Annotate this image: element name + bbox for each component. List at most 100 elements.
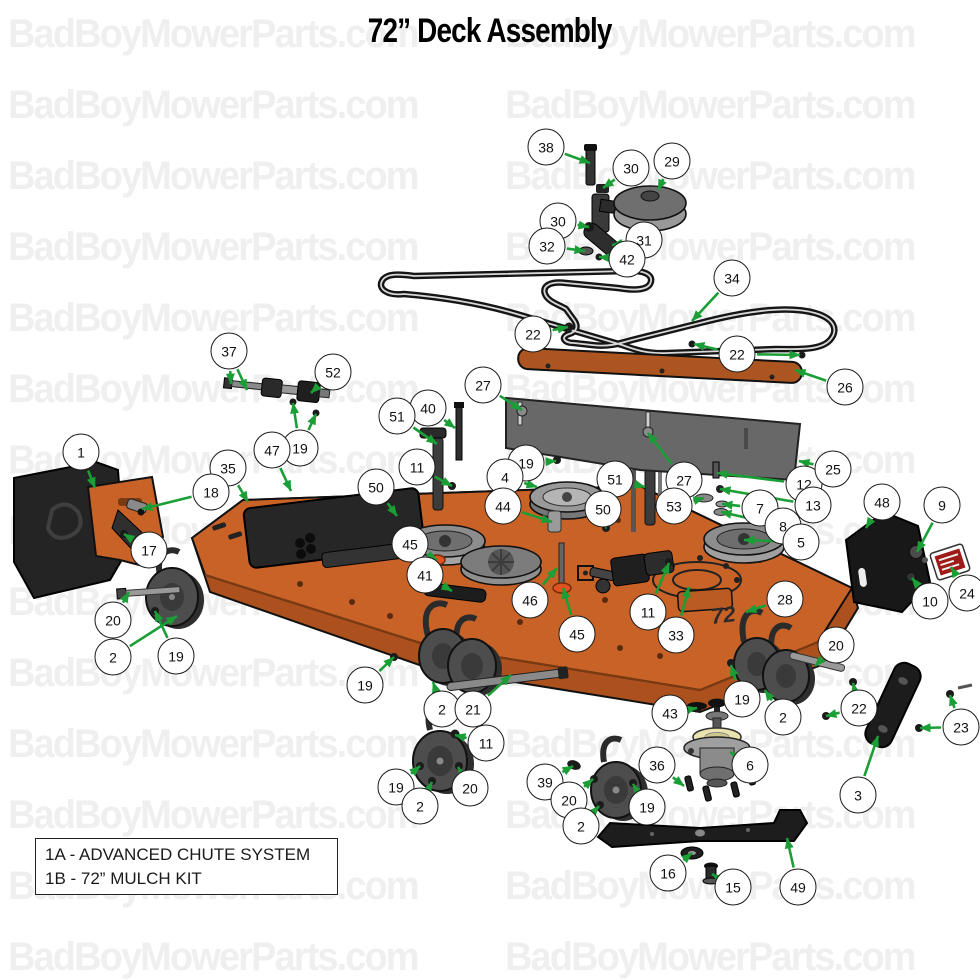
- callout-arrow-47: [279, 467, 293, 492]
- callout-20: 20: [451, 769, 489, 807]
- callout-arrow-24: [949, 566, 961, 579]
- callout-arrow-19: [378, 656, 395, 673]
- callout-arrow-19: [409, 765, 421, 777]
- callout-arrow-4: [523, 479, 538, 489]
- drive-belt: [377, 267, 838, 357]
- callout-11: 11: [467, 724, 505, 762]
- callout-29: 29: [653, 142, 691, 180]
- callout-43: 43: [651, 694, 689, 732]
- callout-2: 2: [764, 698, 802, 736]
- callout-9: 9: [923, 486, 961, 524]
- callout-arrow-40: [443, 418, 456, 430]
- callout-arrow-28: [745, 604, 767, 614]
- right-chute-cover: [844, 510, 932, 614]
- deck-size-label: 72: [710, 601, 738, 629]
- callout-arrow-7: [721, 500, 741, 510]
- callout-arrow-19: [631, 783, 643, 796]
- callout-arrow-22: [756, 350, 801, 360]
- callout-45: 45: [391, 525, 429, 563]
- callout-arrow-22: [825, 709, 840, 718]
- callout-arrow-51: [412, 426, 438, 446]
- callout-3: 3: [839, 776, 877, 814]
- callout-52: 52: [314, 353, 352, 391]
- callout-arrow-19: [307, 413, 318, 431]
- callout-arrow-29: [656, 178, 667, 191]
- callout-arrow-23: [919, 723, 942, 733]
- callout-arrow-26: [794, 368, 827, 382]
- callout-arrow-16: [681, 852, 693, 864]
- callout-15: 15: [714, 868, 752, 906]
- callout-51: 51: [596, 460, 634, 498]
- callout-40: 40: [409, 389, 447, 427]
- callout-arrow-20: [582, 778, 594, 790]
- callout-25: 25: [814, 450, 852, 488]
- callout-arrow-17: [123, 532, 136, 544]
- callout-arrow-22: [850, 682, 860, 695]
- callout-arrow-15: [711, 872, 724, 884]
- callout-arrow-48: [864, 516, 876, 529]
- callout-13: 13: [794, 486, 832, 524]
- callout-2: 2: [94, 638, 132, 676]
- callout-47: 47: [253, 431, 291, 469]
- bolt-dash-23: [957, 683, 973, 690]
- callout-23: 23: [942, 708, 980, 746]
- callout-22: 22: [840, 689, 878, 727]
- callout-arrow-50: [386, 502, 399, 517]
- callout-53: 53: [655, 487, 693, 525]
- callout-arrow-27: [499, 394, 523, 412]
- callout-41: 41: [406, 556, 444, 594]
- callout-arrow-35: [236, 484, 250, 503]
- callout-20: 20: [94, 601, 132, 639]
- legend-box: 1A - ADVANCED CHUTE SYSTEM 1B - 72” MULC…: [35, 838, 338, 895]
- callout-arrow-36: [672, 776, 685, 788]
- callout-arrow-52: [310, 382, 322, 394]
- callout-arrow-11: [654, 562, 671, 595]
- callout-19: 19: [628, 788, 666, 826]
- callout-arrow-38: [564, 152, 591, 165]
- callout-arrow-51: [633, 479, 646, 489]
- callout-arrow-30: [602, 178, 616, 190]
- callout-arrow-6: [729, 750, 742, 762]
- callout-37: 37: [210, 332, 248, 370]
- callout-arrow-23: [948, 694, 958, 709]
- callout-45: 45: [558, 615, 596, 653]
- callout-arrow-21: [487, 674, 512, 697]
- callout-arrow-22: [693, 342, 718, 351]
- callout-30: 30: [612, 149, 650, 187]
- callout-2: 2: [562, 807, 600, 845]
- callout-17: 17: [130, 531, 168, 569]
- callout-arrow-32: [566, 245, 586, 255]
- callout-48: 48: [863, 483, 901, 521]
- callout-arrow-43: [685, 705, 698, 715]
- legend-line-2: 1B - 72” MULCH KIT: [45, 869, 202, 888]
- callout-arrow-9: [915, 522, 934, 553]
- callout-arrow-42: [598, 253, 610, 263]
- callout-arrow-44: [521, 510, 553, 524]
- callout-arrow-22: [552, 324, 569, 334]
- callout-arrow-19: [290, 402, 300, 429]
- callout-arrow-20: [814, 655, 826, 667]
- callout-arrow-2: [763, 689, 775, 702]
- callout-44: 44: [484, 487, 522, 525]
- callout-6: 6: [731, 746, 769, 784]
- callout-28: 28: [766, 580, 804, 618]
- callout-50: 50: [584, 490, 622, 528]
- callout-22: 22: [514, 315, 552, 353]
- callout-arrow-3: [863, 735, 880, 777]
- callout-51: 51: [378, 397, 416, 435]
- belt-cover: [242, 487, 426, 569]
- legend-line-1: 1A - ADVANCED CHUTE SYSTEM: [45, 845, 311, 864]
- spindle-pulley-center: [460, 545, 542, 586]
- callout-arrow-19: [729, 664, 739, 681]
- rubber-discharge-flap: [864, 661, 922, 749]
- callout-arrow-46: [541, 567, 558, 586]
- callout-arrow-39: [561, 764, 574, 776]
- callout-arrow-12: [716, 469, 785, 483]
- callout-32: 32: [528, 227, 566, 265]
- callout-50: 50: [357, 468, 395, 506]
- callout-46: 46: [511, 581, 549, 619]
- callout-11: 11: [398, 448, 436, 486]
- callout-24: 24: [948, 574, 980, 612]
- callout-arrow-27: [646, 432, 673, 465]
